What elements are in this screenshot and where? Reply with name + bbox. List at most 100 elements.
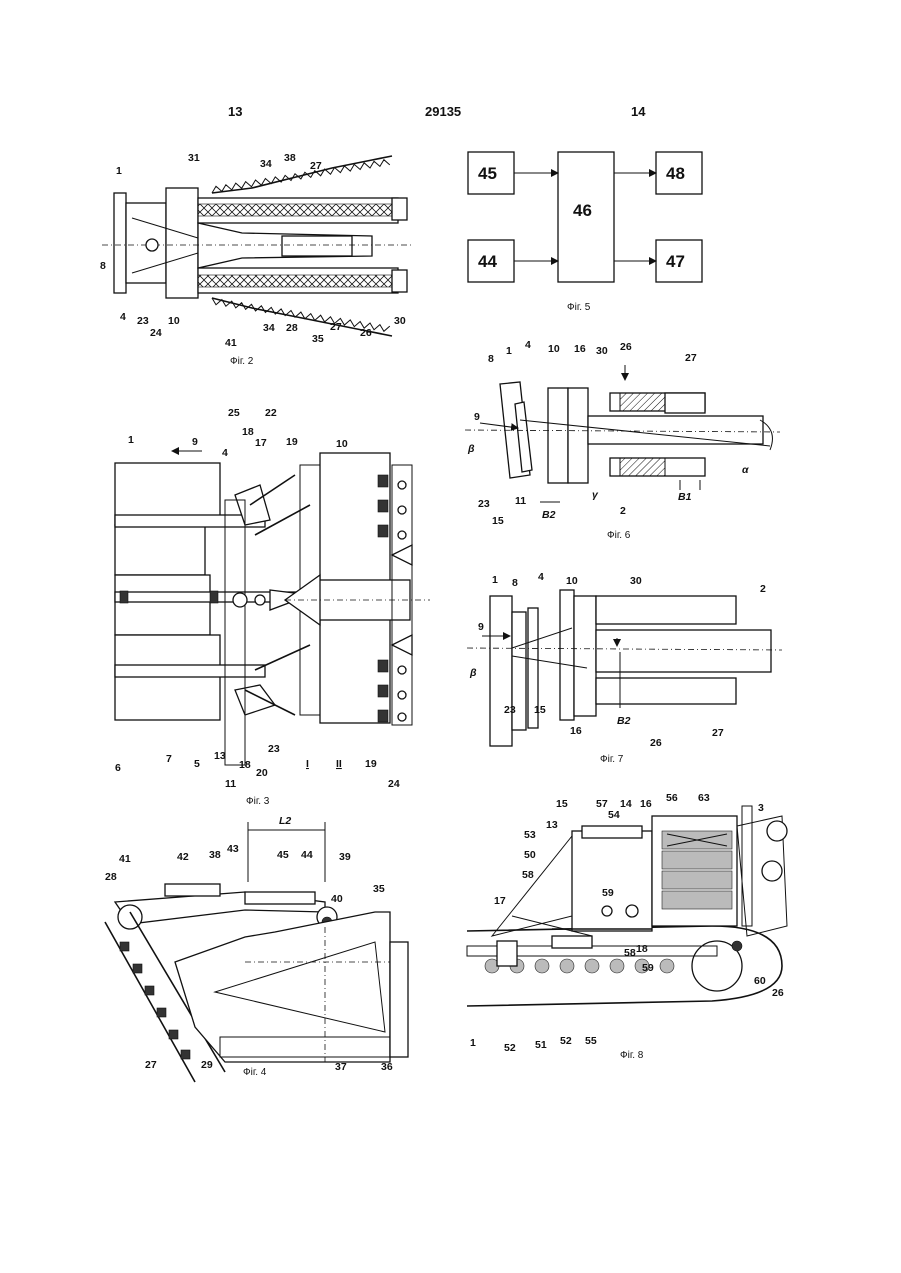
fig3-label-20: 20 bbox=[256, 767, 268, 779]
left-page-number: 13 bbox=[228, 104, 242, 119]
fig8-label-52-right: 52 bbox=[560, 1035, 572, 1047]
fig2-label-41: 41 bbox=[225, 337, 237, 349]
fig7-label-4: 4 bbox=[538, 571, 544, 583]
block-46: 46 bbox=[573, 201, 592, 220]
fig8-label-60: 60 bbox=[754, 975, 766, 987]
fig7-label-beta: β bbox=[469, 667, 477, 679]
fig4-label-28: 28 bbox=[105, 871, 117, 883]
fig4-label-35: 35 bbox=[373, 883, 385, 895]
fig3-label-13: 13 bbox=[214, 750, 226, 762]
fig4-label-39: 39 bbox=[339, 851, 351, 863]
fig8-label-51: 51 bbox=[535, 1039, 547, 1051]
fig8-caption: Фіг. 8 bbox=[620, 1050, 644, 1061]
figure-6: 8 1 4 10 16 30 26 27 9 β α 23 15 11 B2 γ… bbox=[460, 340, 790, 545]
fig3-label-19-top: 19 bbox=[286, 436, 298, 448]
fig2-label-4: 4 bbox=[120, 311, 126, 323]
figure-3-drawing: 25 22 18 17 19 10 1 9 4 7 5 13 11 18 20 … bbox=[110, 405, 435, 810]
fig6-label-16: 16 bbox=[574, 343, 586, 355]
fig4-label-44: 44 bbox=[301, 849, 313, 861]
fig2-caption: Фіг. 2 bbox=[230, 356, 254, 367]
fig3-label-25: 25 bbox=[228, 407, 240, 419]
fig2-label-31: 31 bbox=[188, 152, 200, 164]
fig6-label-30: 30 bbox=[596, 345, 608, 357]
fig8-label-15: 15 bbox=[556, 798, 568, 810]
fig6-label-B2: B2 bbox=[542, 509, 556, 521]
figure-8: 15 57 14 16 56 63 3 13 54 53 50 58 59 17… bbox=[462, 786, 797, 1068]
right-page-number: 14 bbox=[631, 104, 645, 119]
fig7-label-2: 2 bbox=[760, 583, 766, 595]
fig6-caption: Фіг. 6 bbox=[607, 530, 631, 541]
fig3-label-23: 23 bbox=[268, 743, 280, 755]
fig3-label-6: 6 bbox=[115, 762, 121, 774]
fig3-label-19-bottom: 19 bbox=[365, 758, 377, 770]
fig5-caption: Фіг. 5 bbox=[567, 302, 591, 313]
fig4-label-38: 38 bbox=[209, 849, 221, 861]
fig7-label-30: 30 bbox=[630, 575, 642, 587]
fig3-label-24: 24 bbox=[388, 778, 400, 790]
fig7-label-23: 23 bbox=[504, 704, 516, 716]
figure-8-drawing: 15 57 14 16 56 63 3 13 54 53 50 58 59 17… bbox=[462, 786, 797, 1068]
block-44: 44 bbox=[478, 252, 497, 271]
fig2-label-34: 34 bbox=[260, 158, 272, 170]
fig2-label-27-bottom: 27 bbox=[330, 321, 342, 333]
fig8-label-14: 14 bbox=[620, 798, 632, 810]
figure-2-drawing: 1 31 34 38 27 8 4 23 10 24 41 34 28 35 2… bbox=[92, 148, 422, 373]
figure-2: 1 31 34 38 27 8 4 23 10 24 41 34 28 35 2… bbox=[92, 148, 422, 373]
fig8-label-56: 56 bbox=[666, 792, 678, 804]
fig7-label-15: 15 bbox=[534, 704, 546, 716]
fig3-label-11: 11 bbox=[225, 778, 236, 790]
fig8-label-18: 18 bbox=[636, 943, 648, 955]
fig7-label-B2: B2 bbox=[617, 715, 631, 727]
fig8-label-17: 17 bbox=[494, 895, 506, 907]
fig8-label-1: 1 bbox=[470, 1037, 476, 1049]
fig2-label-26: 26 bbox=[360, 327, 372, 339]
fig7-label-8: 8 bbox=[512, 577, 518, 589]
fig4-label-40: 40 bbox=[331, 893, 343, 905]
fig3-label-9: 9 bbox=[192, 436, 198, 448]
fig3-label-22: 22 bbox=[265, 407, 277, 419]
figure-6-drawing: 8 1 4 10 16 30 26 27 9 β α 23 15 11 B2 γ… bbox=[460, 340, 790, 545]
fig6-label-11: 11 bbox=[515, 495, 526, 507]
figure-7: 1 8 4 10 30 2 9 β 23 15 16 B2 26 27 Фіг.… bbox=[462, 568, 792, 768]
figure-7-drawing: 1 8 4 10 30 2 9 β 23 15 16 B2 26 27 Фіг.… bbox=[462, 568, 792, 768]
fig8-label-63: 63 bbox=[698, 792, 710, 804]
document-number: 29135 bbox=[425, 104, 461, 119]
figure-4-drawing: L2 43 45 44 39 41 42 38 35 40 28 27 29 3… bbox=[95, 812, 415, 1077]
fig8-track-rollers bbox=[485, 941, 742, 991]
block-48: 48 bbox=[666, 164, 685, 183]
fig4-label-41: 41 bbox=[119, 853, 131, 865]
figure-5-diagram: 45 46 48 44 47 Фіг. 5 bbox=[466, 150, 706, 315]
fig6-label-10: 10 bbox=[548, 343, 560, 355]
fig8-label-26: 26 bbox=[772, 987, 784, 999]
fig8-label-3: 3 bbox=[758, 802, 764, 814]
block-47: 47 bbox=[666, 252, 685, 271]
fig6-label-alpha: α bbox=[742, 464, 749, 476]
fig8-label-54: 54 bbox=[608, 809, 620, 821]
fig2-label-23: 23 bbox=[137, 315, 149, 327]
fig2-label-38: 38 bbox=[284, 152, 296, 164]
fig2-label-34-bottom: 34 bbox=[263, 322, 275, 334]
fig2-label-10: 10 bbox=[168, 315, 180, 327]
fig4-label-27: 27 bbox=[145, 1059, 157, 1071]
fig3-label-1: 1 bbox=[128, 434, 134, 446]
fig4-label-29: 29 bbox=[201, 1059, 213, 1071]
fig7-label-26: 26 bbox=[650, 737, 662, 749]
fig4-label-43: 43 bbox=[227, 843, 239, 855]
fig2-label-27-top: 27 bbox=[310, 160, 322, 172]
fig3-label-17: 17 bbox=[255, 437, 267, 449]
fig3-label-4: 4 bbox=[222, 447, 228, 459]
fig3-label-I: I bbox=[306, 758, 309, 770]
fig8-label-16: 16 bbox=[640, 798, 652, 810]
fig8-label-50: 50 bbox=[524, 849, 536, 861]
fig3-label-18: 18 bbox=[242, 426, 254, 438]
fig2-label-28: 28 bbox=[286, 322, 298, 334]
fig8-label-59-top: 59 bbox=[602, 887, 614, 899]
fig3-label-18-bottom: 18 bbox=[239, 759, 251, 771]
fig6-label-gamma: γ bbox=[592, 489, 599, 501]
fig4-label-37: 37 bbox=[335, 1061, 347, 1073]
fig7-label-10: 10 bbox=[566, 575, 578, 587]
fig3-label-7: 7 bbox=[166, 753, 172, 765]
fig8-label-57: 57 bbox=[596, 798, 608, 810]
fig6-label-8: 8 bbox=[488, 353, 494, 365]
fig3-caption: Фіг. 3 bbox=[246, 796, 270, 807]
